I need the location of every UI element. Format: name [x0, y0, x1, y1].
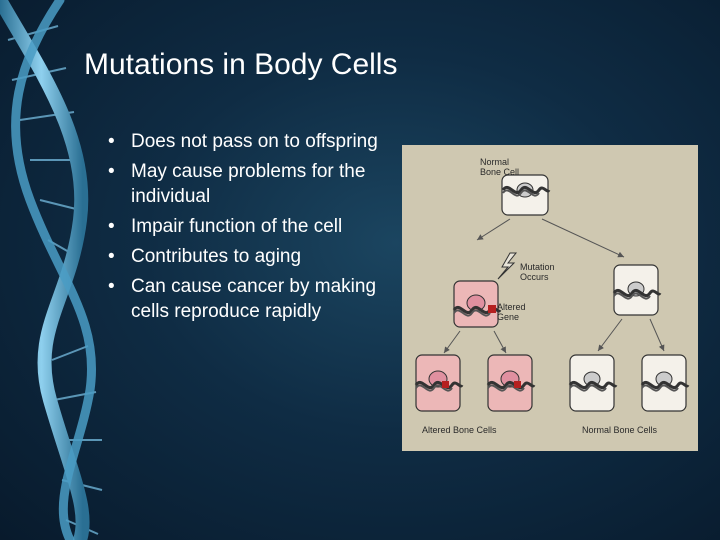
normal-bone-cell-bottom-right — [640, 354, 690, 412]
bullet-text: Does not pass on to offspring — [131, 131, 378, 152]
label-altered-bone-cells: Altered Bone Cells — [422, 425, 497, 435]
bullet-text: Contributes to aging — [131, 246, 302, 267]
bullet-icon: • — [108, 216, 115, 237]
bullet-item: • Impair function of the cell — [108, 214, 378, 239]
altered-bone-cell-middle — [452, 280, 502, 328]
label-altered: Altered — [497, 302, 526, 312]
bullet-item: • Contributes to aging — [108, 244, 378, 269]
altered-bone-cell-bottom-right — [486, 354, 536, 412]
dna-helix-decoration — [0, 0, 103, 540]
mutation-bolt-icon — [497, 252, 518, 280]
bullet-icon: • — [108, 161, 115, 182]
bone-cell-mutation-figure: Normal Bone Cell Mutation Occurs Altered… — [402, 145, 698, 451]
normal-bone-cell-middle — [612, 264, 662, 316]
label-mutation: Mutation — [520, 262, 555, 272]
mutation-diagram: Normal Bone Cell Mutation Occurs Altered… — [414, 157, 690, 435]
bullet-item: • Can cause cancer by making cells reprod… — [108, 274, 378, 324]
bullet-icon: • — [108, 276, 115, 297]
slide-title: Mutations in Body Cells — [84, 48, 398, 81]
normal-bone-cell-bottom-left — [568, 354, 618, 412]
label-gene: Gene — [497, 312, 519, 322]
bullet-text: May cause problems for the individual — [131, 161, 366, 207]
label-normal: Normal — [480, 157, 509, 167]
bullet-text: Can cause cancer by making cells reprodu… — [131, 276, 377, 322]
label-normal-bone-cells: Normal Bone Cells — [582, 425, 658, 435]
label-bone-cell: Bone Cell — [480, 167, 519, 177]
label-occurs: Occurs — [520, 272, 549, 282]
bullet-icon: • — [108, 246, 115, 267]
normal-bone-cell-top — [501, 174, 551, 216]
altered-bone-cell-bottom-left — [414, 354, 464, 412]
bullet-item: • May cause problems for the individual — [108, 159, 378, 209]
bullet-item: • Does not pass on to offspring — [108, 129, 378, 154]
bullet-icon: • — [108, 131, 115, 152]
bullet-list: • Does not pass on to offspring • May caus… — [108, 129, 378, 329]
bullet-text: Impair function of the cell — [131, 216, 343, 237]
